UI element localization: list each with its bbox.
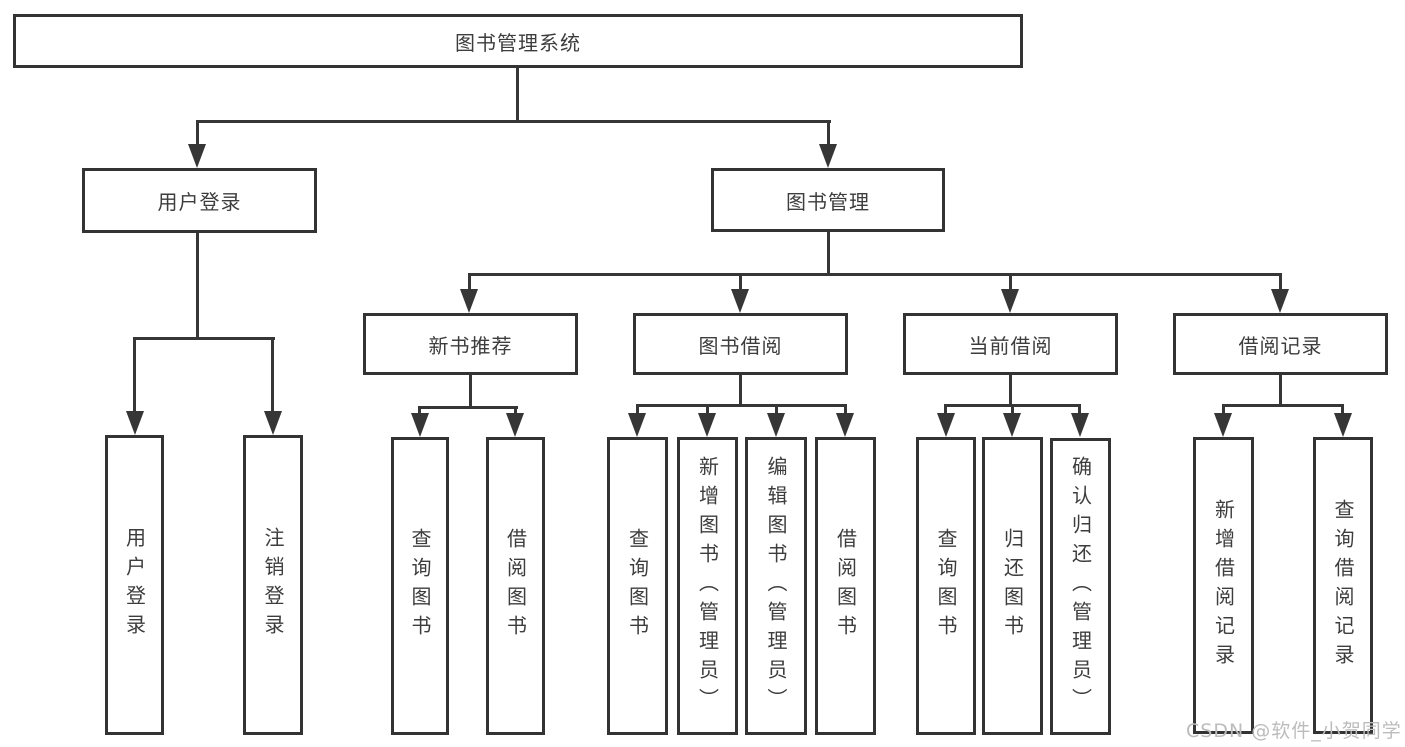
edge-line xyxy=(1222,404,1225,413)
leaf-edit-books-admin: 编辑图书（管理员） xyxy=(745,437,807,735)
edge-line xyxy=(1009,375,1012,407)
edge-line xyxy=(1279,375,1282,407)
node-borrowing-records-label: 借阅记录 xyxy=(1238,333,1323,358)
arrow-down-icon xyxy=(1001,289,1019,313)
leaf-query-books-recommend: 查询图书 xyxy=(391,437,449,735)
arrow-down-icon xyxy=(188,144,206,168)
edge-line xyxy=(636,404,639,413)
arrow-down-icon xyxy=(264,411,282,435)
edge-line xyxy=(469,375,472,408)
edge-line xyxy=(133,337,275,340)
node-user-login: 用户登录 xyxy=(82,168,317,233)
node-root: 图书管理系统 xyxy=(13,14,1023,68)
edge-line xyxy=(827,232,830,276)
arrow-down-icon xyxy=(126,411,144,435)
leaf-borrow-books-borrowing: 借阅图书 xyxy=(815,437,876,735)
edge-line xyxy=(636,404,847,407)
edge-line xyxy=(514,406,517,413)
arrow-down-icon xyxy=(411,413,429,437)
edge-line xyxy=(196,121,199,146)
arrow-down-icon xyxy=(1271,289,1289,313)
edge-line xyxy=(196,120,831,123)
leaf-query-books-borrowing-label: 查询图书 xyxy=(625,528,650,644)
leaf-borrow-books-borrowing-label: 借阅图书 xyxy=(833,528,858,644)
leaf-add-borrow-record-label: 新增借阅记录 xyxy=(1211,498,1236,673)
edge-line xyxy=(1011,404,1014,413)
node-new-book-recommend: 新书推荐 xyxy=(363,313,578,375)
edge-line xyxy=(1009,276,1012,289)
edge-line xyxy=(1078,404,1081,413)
node-current-borrowing: 当前借阅 xyxy=(903,313,1118,375)
edge-line xyxy=(827,121,830,146)
edge-line xyxy=(196,233,199,340)
arrow-down-icon xyxy=(506,413,524,437)
leaf-borrow-books-recommend: 借阅图书 xyxy=(486,437,545,735)
leaf-confirm-return-admin: 确认归还（管理员） xyxy=(1050,438,1111,735)
node-current-borrowing-label: 当前借阅 xyxy=(968,333,1053,358)
leaf-query-borrow-record-label: 查询借阅记录 xyxy=(1331,498,1355,673)
node-book-borrowing: 图书借阅 xyxy=(633,313,848,375)
node-book-management: 图书管理 xyxy=(711,168,945,232)
leaf-confirm-return-admin-label: 确认归还（管理员） xyxy=(1068,456,1093,717)
leaf-query-borrow-record: 查询借阅记录 xyxy=(1313,437,1373,734)
leaf-logout: 注销登录 xyxy=(243,435,303,735)
csdn-watermark: CSDN @软件_小贺同学 xyxy=(1186,720,1402,742)
edge-line xyxy=(739,276,742,289)
node-book-borrowing-label: 图书借阅 xyxy=(698,333,783,358)
leaf-query-books-current: 查询图书 xyxy=(916,437,976,735)
edge-line xyxy=(1222,404,1344,407)
arrow-down-icon xyxy=(819,144,837,168)
edge-line xyxy=(1341,404,1344,413)
arrow-down-icon xyxy=(1003,413,1021,437)
leaf-borrow-books-recommend-label: 借阅图书 xyxy=(503,528,528,644)
node-book-management-label: 图书管理 xyxy=(786,189,870,214)
leaf-user-login-label: 用户登录 xyxy=(122,527,147,643)
arrow-down-icon xyxy=(698,413,716,437)
leaf-add-borrow-record: 新增借阅记录 xyxy=(1193,437,1254,734)
leaf-query-books-current-label: 查询图书 xyxy=(934,528,958,644)
node-user-login-label: 用户登录 xyxy=(157,190,242,214)
arrow-down-icon xyxy=(1071,413,1089,437)
leaf-query-books-recommend-label: 查询图书 xyxy=(408,528,432,644)
node-root-label: 图书管理系统 xyxy=(455,30,581,55)
arrow-down-icon xyxy=(767,413,785,437)
arrow-down-icon xyxy=(731,289,749,313)
leaf-edit-books-admin-label: 编辑图书（管理员） xyxy=(764,455,788,717)
leaf-user-login: 用户登录 xyxy=(105,435,164,735)
leaf-return-books-label: 归还图书 xyxy=(1000,528,1025,644)
edge-line xyxy=(271,340,274,411)
edge-line xyxy=(944,404,947,413)
arrow-down-icon xyxy=(836,413,854,437)
node-new-book-recommend-label: 新书推荐 xyxy=(428,333,513,358)
edge-line xyxy=(468,273,1282,276)
edge-line xyxy=(418,406,518,409)
arrow-down-icon xyxy=(628,413,646,437)
leaf-query-books-borrowing: 查询图书 xyxy=(607,437,668,735)
leaf-return-books: 归还图书 xyxy=(982,437,1043,735)
edge-line xyxy=(418,406,421,413)
node-borrowing-records: 借阅记录 xyxy=(1173,313,1388,375)
arrow-down-icon xyxy=(1334,413,1352,437)
edge-line xyxy=(468,276,471,289)
leaf-add-books-admin-label: 新增图书（管理员） xyxy=(695,455,720,717)
arrow-down-icon xyxy=(1214,413,1232,437)
edge-line xyxy=(775,404,778,413)
edge-line xyxy=(844,404,847,413)
edge-line xyxy=(133,340,136,411)
arrow-down-icon xyxy=(937,413,955,437)
arrow-down-icon xyxy=(460,289,478,313)
leaf-logout-label: 注销登录 xyxy=(261,527,285,643)
edge-line xyxy=(1279,276,1282,289)
edge-line xyxy=(516,68,519,122)
edge-line xyxy=(739,375,742,407)
edge-line xyxy=(706,404,709,413)
leaf-add-books-admin: 新增图书（管理员） xyxy=(677,437,738,735)
